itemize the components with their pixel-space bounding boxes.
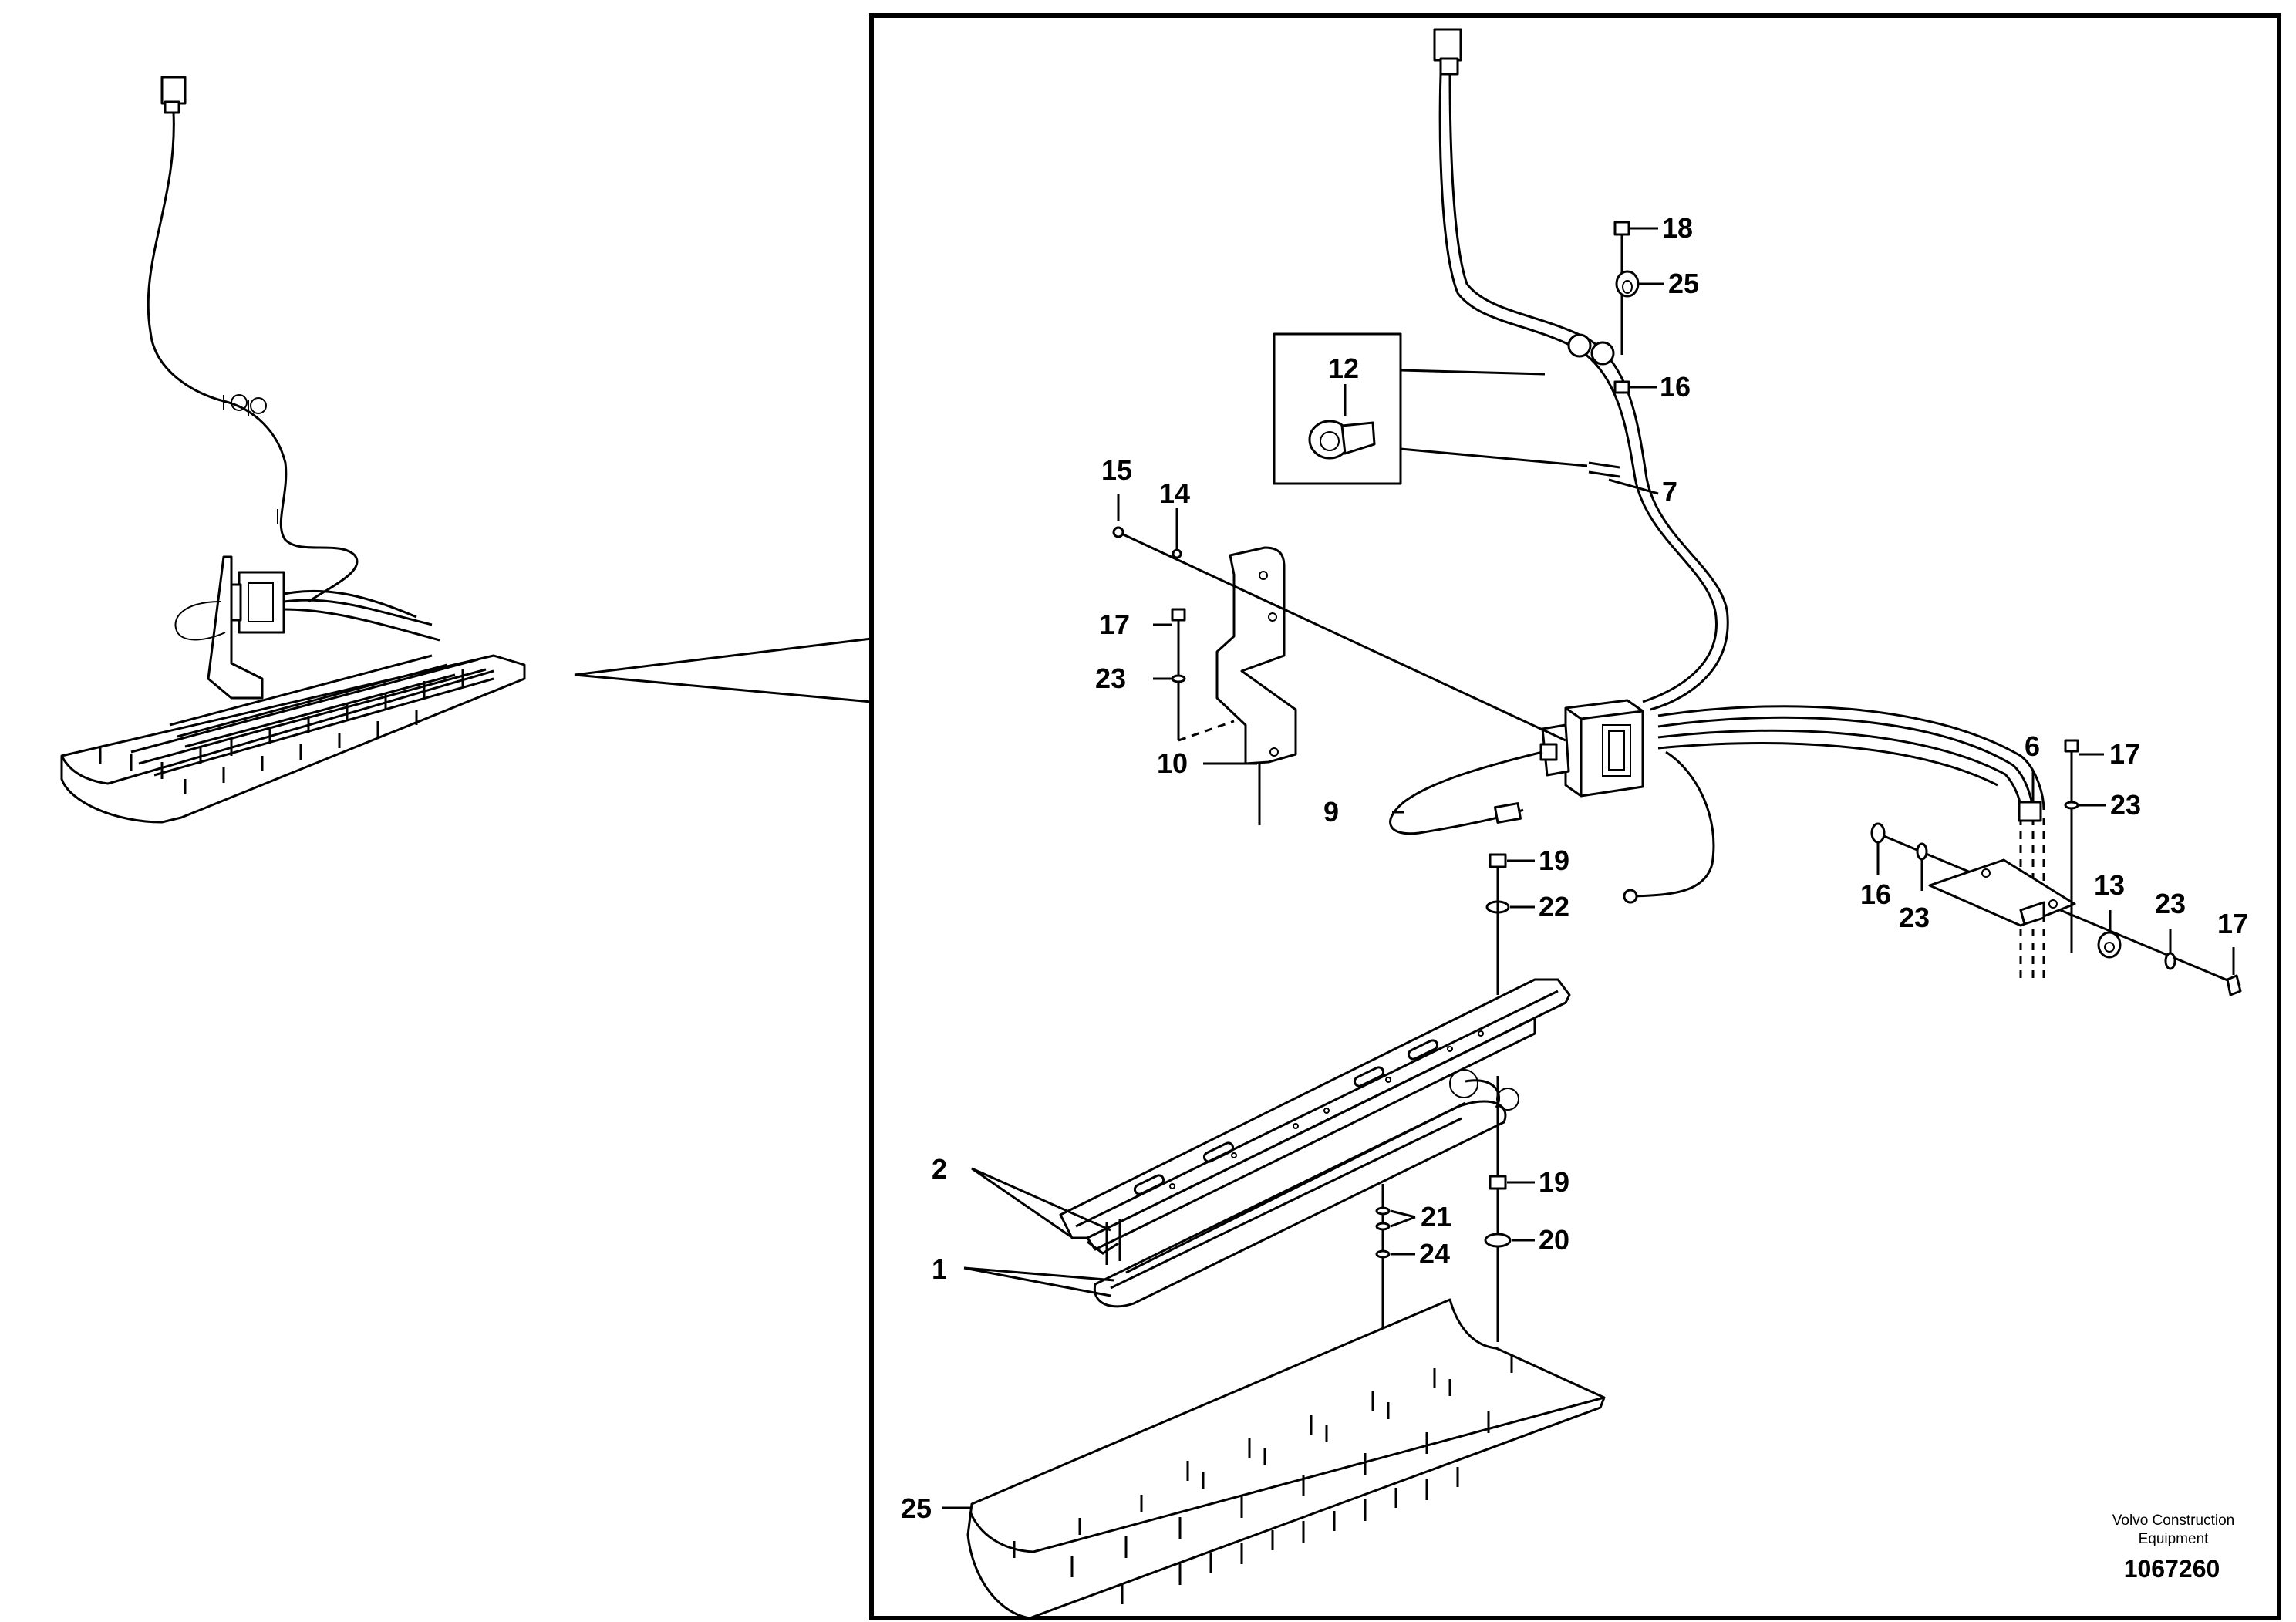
callout-6: 6: [2025, 730, 2040, 762]
callout-18: 18: [1662, 212, 1693, 244]
callout-24: 24: [1419, 1238, 1450, 1270]
callout-9: 9: [1323, 796, 1339, 828]
overview-assembly: [60, 76, 526, 824]
callout-22: 22: [1539, 891, 1569, 922]
callout-23-left: 23: [1095, 663, 1126, 694]
title-block: Volvo Construction Equipment 1067260: [2112, 1512, 2234, 1583]
mounting-plate-right: [1870, 739, 2242, 996]
callout-23-right: 23: [2110, 789, 2141, 821]
callout-16-right: 16: [1860, 878, 1891, 910]
callout-23-plate: 23: [1899, 902, 1930, 933]
heating-element-1: [1093, 1069, 1519, 1308]
assembly-line-15: [1118, 531, 1566, 742]
document-number: 1067260: [2124, 1555, 2220, 1583]
callout-7: 7: [1662, 476, 1677, 508]
junction-box: [1539, 699, 1644, 798]
callout-21: 21: [1421, 1201, 1451, 1233]
callout-20: 20: [1539, 1224, 1569, 1256]
harness-cable: [1433, 28, 2045, 980]
callout-2: 2: [932, 1153, 947, 1185]
callout-17-far: 17: [2217, 908, 2248, 939]
brand-line-1: Volvo Construction: [2112, 1512, 2234, 1529]
callout-17-right: 17: [2109, 738, 2140, 770]
callout-16-top: 16: [1660, 371, 1691, 403]
callout-19-top: 19: [1539, 845, 1569, 876]
leader-lines: [942, 227, 2235, 1509]
callout-13: 13: [2094, 869, 2125, 901]
callout-25-top: 25: [1668, 268, 1699, 299]
callout-25-tray: 25: [901, 1492, 932, 1524]
bolt-17-left: [1171, 608, 1186, 740]
heating-strips-2: [1059, 978, 1571, 1255]
callout-1: 1: [932, 1253, 947, 1285]
tray-25: [966, 1298, 1606, 1620]
detail-frame: [869, 13, 2281, 1620]
callout-labels: 18 25 16 12 7 15 14 17 23 10 9 6 17 23 1…: [901, 212, 2248, 1524]
callout-19-bottom: 19: [1539, 1166, 1569, 1198]
cable-9: [1389, 750, 1543, 835]
clamp-assembly-top: [1613, 221, 1640, 394]
callout-17-left: 17: [1099, 609, 1130, 640]
callout-14: 14: [1159, 477, 1190, 509]
callout-23-far: 23: [2155, 888, 2186, 919]
callout-15: 15: [1101, 454, 1132, 486]
inset-part-12: [1273, 332, 1588, 485]
callout-12: 12: [1328, 352, 1359, 384]
zoom-pointer: [574, 637, 872, 703]
brand-line-2: Equipment: [2139, 1531, 2210, 1547]
bracket-10: [1178, 546, 1297, 825]
callout-10: 10: [1157, 747, 1188, 779]
